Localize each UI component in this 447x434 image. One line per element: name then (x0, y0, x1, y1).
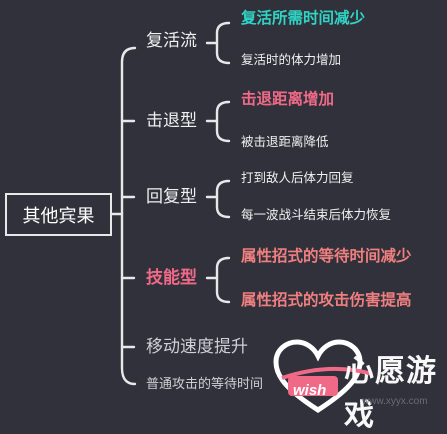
branch-revive: 复活流 (146, 31, 197, 51)
skill-wait-reduce: 属性招式的等待时间减少 (241, 247, 412, 265)
sub-bracket-3 (215, 179, 231, 219)
connector-lines (110, 21, 231, 386)
branch-recovery: 回复型 (146, 187, 197, 207)
revive-hp-increase: 复活时的体力增加 (241, 52, 342, 67)
branch-knockback: 击退型 (146, 111, 197, 131)
hit-enemy-heal: 打到敌人后体力回复 (241, 170, 354, 185)
branch-move-speed: 移动速度提升 (146, 337, 248, 357)
wave-end-heal: 每一波战斗结束后体力恢复 (241, 207, 392, 222)
branch-attack-wait: 普通攻击的等待时间 (146, 377, 264, 392)
skill-damage-up: 属性招式的攻击伤害提高 (241, 291, 412, 309)
watermark-tag: wish (293, 382, 327, 399)
branch-skill: 技能型 (146, 268, 197, 288)
trunk-line (120, 46, 137, 386)
sub-bracket-1 (215, 21, 231, 65)
revive-time-reduce: 复活所需时间减少 (241, 9, 366, 27)
knockback-distance-up: 击退距离增加 (241, 90, 335, 108)
sub-bracket-4 (215, 256, 231, 304)
watermark-url: www.xyyx.com (362, 396, 428, 407)
watermark-brand: 心愿游戏 (344, 354, 437, 433)
sub-bracket-2 (215, 100, 231, 143)
root-node: 其他宾果 (5, 193, 112, 236)
watermark-heart-logo (273, 339, 373, 413)
knockback-taken-down: 被击退距离降低 (241, 134, 329, 149)
mind-map: 其他宾果 复活流 击退型 回复型 技能型 移动速度提升 普通攻击的等待时间 复活… (5, 9, 436, 433)
